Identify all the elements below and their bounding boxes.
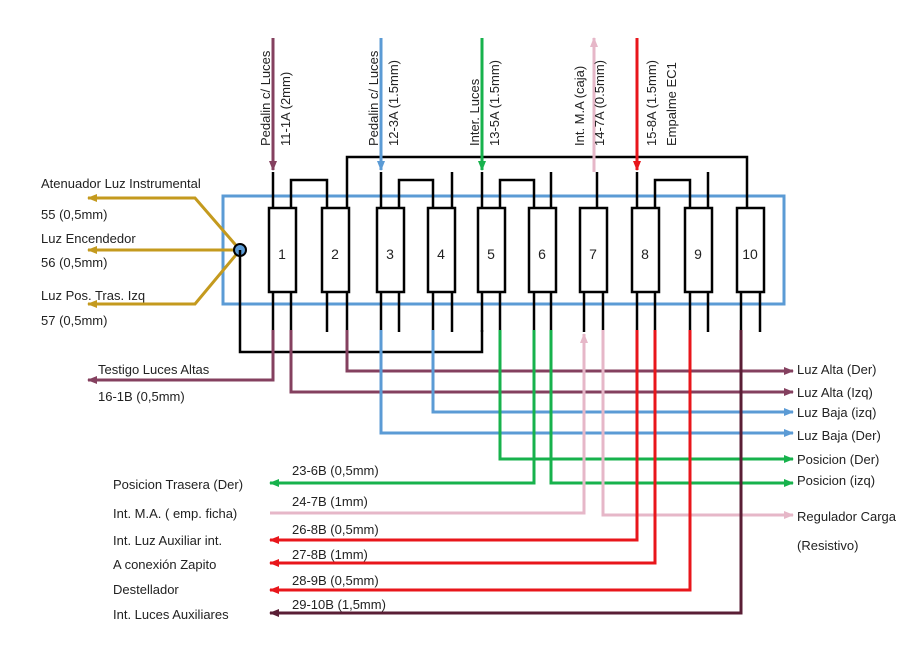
wire-luz-alta-der xyxy=(345,330,794,375)
wire-23-6B xyxy=(269,330,536,487)
svg-text:Int. M.A (caja): Int. M.A (caja) xyxy=(572,66,587,146)
wire-29-10B xyxy=(269,330,743,617)
svg-text:15-8A (1.5mm): 15-8A (1.5mm) xyxy=(644,60,659,146)
bottom-output-name: Int. M.A. ( emp. ficha) xyxy=(113,506,237,521)
testigo-code: 16-1B (0,5mm) xyxy=(98,389,185,404)
fuse-7: 7 xyxy=(578,206,609,294)
fuse-8: 8 xyxy=(630,206,661,294)
left-output-name: Atenuador Luz Instrumental xyxy=(41,176,201,191)
fuse-6: 6 xyxy=(527,206,558,294)
testigo-name: Testigo Luces Altas xyxy=(98,362,210,377)
bottom-output-code: 23-6B (0,5mm) xyxy=(292,463,379,478)
bottom-output-code: 27-8B (1mm) xyxy=(292,547,368,562)
fuse-9: 9 xyxy=(683,206,714,294)
wire-luz-baja-der xyxy=(379,330,794,437)
bottom-pins xyxy=(271,292,762,332)
fuse-4: 4 xyxy=(426,206,457,294)
fuse-label: 1 xyxy=(278,246,286,262)
wire-luz-baja-izq xyxy=(431,330,794,416)
right-output-label: Luz Alta (Der) xyxy=(797,362,876,377)
svg-text:11-1A (2mm): 11-1A (2mm) xyxy=(278,72,293,146)
fuse-label: 7 xyxy=(589,246,597,262)
left-output-code: 55 (0,5mm) xyxy=(41,207,107,222)
svg-text:14-7A (0.5mm): 14-7A (0.5mm) xyxy=(592,60,607,146)
bottom-output-code: 26-8B (0,5mm) xyxy=(292,522,379,537)
svg-text:Pedalin c/ Luces: Pedalin c/ Luces xyxy=(366,50,381,146)
wire-posicion-izq xyxy=(549,330,794,487)
left-output-name: Luz Encendedor xyxy=(41,231,136,246)
wire-24-7B xyxy=(270,333,588,515)
fuse-label: 3 xyxy=(386,246,394,262)
fuse-label: 5 xyxy=(487,246,495,262)
right-output-label: Luz Baja (Der) xyxy=(797,428,881,443)
top-label-12-3A: Pedalin c/ Luces 12-3A (1.5mm) xyxy=(366,50,401,146)
wire-27-8B xyxy=(269,330,657,567)
top-label-13-5A: Inter. Luces 13-5A (1.5mm) xyxy=(467,60,502,146)
top-bus-wires xyxy=(271,155,749,208)
top-label-14-7A: Int. M.A (caja) 14-7A (0.5mm) xyxy=(572,60,607,146)
svg-text:12-3A (1.5mm): 12-3A (1.5mm) xyxy=(386,60,401,146)
bottom-output-name: Posicion Trasera (Der) xyxy=(113,477,243,492)
bottom-output-code: 24-7B (1mm) xyxy=(292,494,368,509)
svg-text:Pedalin c/ Luces: Pedalin c/ Luces xyxy=(258,50,273,146)
left-gold-wires xyxy=(87,194,242,308)
fuse-label: 10 xyxy=(742,246,758,262)
bottom-bus-wire xyxy=(238,250,484,354)
bottom-output-code: 29-10B (1,5mm) xyxy=(292,597,386,612)
right-output-label: (Resistivo) xyxy=(797,538,858,553)
wire-regulador xyxy=(601,330,794,519)
right-output-label: Luz Alta (Izq) xyxy=(797,385,873,400)
fuse-1: 1 xyxy=(267,206,298,294)
right-output-label: Posicion (Der) xyxy=(797,452,879,467)
svg-text:13-5A (1.5mm): 13-5A (1.5mm) xyxy=(487,60,502,146)
fuse-10: 10 xyxy=(735,206,766,294)
fuse-5: 5 xyxy=(476,206,507,294)
right-output-label: Regulador Carga xyxy=(797,509,897,524)
svg-text:Empalme EC1: Empalme EC1 xyxy=(664,62,679,146)
fuse-label: 8 xyxy=(641,246,649,262)
wire-luz-alta-izq xyxy=(289,330,794,396)
fuse-label: 4 xyxy=(437,246,445,262)
fuse-label: 9 xyxy=(694,246,702,262)
left-output-code: 57 (0,5mm) xyxy=(41,313,107,328)
bottom-output-name: Int. Luz Auxiliar int. xyxy=(113,533,222,548)
top-label-15-8A: 15-8A (1.5mm) Empalme EC1 xyxy=(644,60,679,146)
wire-posicion-der xyxy=(498,330,794,463)
right-output-label: Posicion (izq) xyxy=(797,473,875,488)
top-label-11-1A: Pedalin c/ Luces 11-1A (2mm) xyxy=(258,50,293,146)
bottom-output-name: Int. Luces Auxiliares xyxy=(113,607,229,622)
fuse-label: 2 xyxy=(331,246,339,262)
wire-testigo xyxy=(87,330,275,384)
right-output-label: Luz Baja (izq) xyxy=(797,405,876,420)
bottom-output-name: A conexión Zapito xyxy=(113,557,216,572)
fuse-label: 6 xyxy=(538,246,546,262)
bottom-output-name: Destellador xyxy=(113,582,179,597)
left-output-name: Luz Pos. Tras. Izq xyxy=(41,288,145,303)
wire-28-9B xyxy=(269,330,692,594)
svg-text:Inter. Luces: Inter. Luces xyxy=(467,78,482,146)
fuse-2: 2 xyxy=(320,206,351,294)
fuse-3: 3 xyxy=(375,206,406,294)
wire-26-8B xyxy=(269,330,639,544)
left-output-code: 56 (0,5mm) xyxy=(41,255,107,270)
bottom-output-code: 28-9B (0,5mm) xyxy=(292,573,379,588)
